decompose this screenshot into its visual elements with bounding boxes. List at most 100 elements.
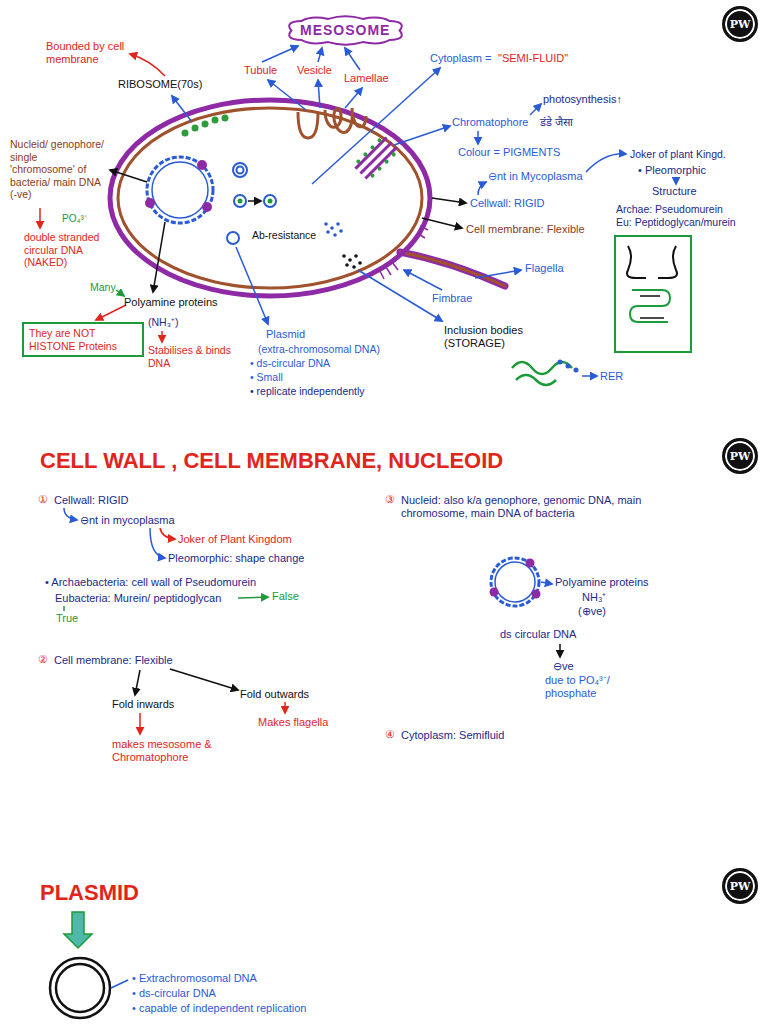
note-label: photosynthesis↑ [543, 93, 622, 106]
nucleoid [145, 198, 155, 208]
note-label: ③ [385, 493, 395, 506]
cell-wall-sketch [658, 246, 677, 278]
dna-ring [532, 590, 541, 599]
note-label: "SEMI-FLUID" [498, 52, 568, 65]
arrows-middle [63, 606, 65, 611]
plasmid-figure [56, 964, 104, 1012]
inclusion-dots [358, 261, 362, 265]
arrows-top [394, 126, 450, 145]
arrows-top [675, 177, 677, 184]
mesosome-folds [298, 108, 366, 138]
note-label: Makes flagella [258, 716, 328, 729]
plasmids [237, 167, 244, 174]
arrows-middle [64, 508, 560, 734]
cell-wall-sketch [630, 290, 670, 322]
arrows-top [478, 182, 486, 195]
note-label: False [272, 590, 299, 603]
note-label: Cytoplasm: Semifluid [401, 729, 504, 742]
note-label: Polyamine proteins [555, 576, 649, 589]
logo-badge: PW [722, 438, 758, 474]
note-label: Cell membrane: Flexible [466, 223, 585, 236]
dna-ring [526, 559, 535, 568]
arrows-top [262, 46, 298, 62]
dna-ring [490, 588, 499, 597]
note-label: Fimbrae [432, 292, 472, 305]
section-heading: PLASMID [40, 880, 139, 906]
note-label: Inclusion bodies (STORAGE) [444, 324, 554, 350]
ribosomes [212, 117, 219, 124]
arrows-top [345, 88, 362, 108]
nucleoid [147, 157, 213, 223]
dna-ring [495, 562, 535, 602]
arrows-middle [135, 670, 140, 695]
node-text: They are NOT HISTONE Proteins [29, 327, 137, 352]
note-label: Eubacteria: Murein/ peptidoglycan [55, 592, 221, 605]
arrows-top [130, 54, 165, 76]
note-label: Joker of plant Kingd. [630, 148, 726, 161]
logo-badge: PW [722, 6, 758, 42]
note-label: Cell membrane: Flexible [54, 654, 173, 667]
arrows-middle [284, 702, 286, 713]
arrows-middle [170, 669, 238, 690]
note-label: (NH₃⁺) [148, 316, 178, 329]
note-label: (⊕ve) [578, 605, 606, 618]
note-label: NH₃⁺ [582, 591, 606, 604]
note-label: makes mesosome & Chromatophore [112, 738, 212, 764]
arrows-top [345, 48, 360, 70]
arrows-top [422, 218, 462, 228]
arrows-top [172, 96, 192, 122]
ribosomes [182, 130, 189, 137]
note-label: Colour = PIGMENTS [458, 146, 560, 159]
arrows-top [116, 290, 124, 296]
note-box: They are NOT HISTONE Proteins [22, 322, 144, 357]
chromatophore [370, 145, 376, 151]
inclusion-dots [348, 258, 352, 262]
mesosome-folds [325, 108, 352, 132]
arrows-top [318, 80, 320, 108]
arrows-top [153, 222, 165, 292]
note-label: Stabilises & binds DNA [148, 344, 232, 369]
arrows-top [312, 68, 440, 184]
arrows-top [39, 208, 41, 228]
note-label: ① [38, 493, 48, 506]
mesosome-cloud: MESOSOME [284, 16, 406, 45]
arrows-top [586, 154, 626, 172]
arrows-top [96, 305, 126, 320]
fimbriae [392, 262, 398, 270]
note-label: RER [600, 370, 623, 383]
note-label: • ds-circular DNA [250, 357, 330, 370]
fimbriae [417, 233, 425, 238]
plasmid-figure [64, 912, 92, 948]
note-label: ds circular DNA [500, 628, 576, 641]
nucleoid [197, 160, 207, 170]
rer-sketch [574, 368, 579, 373]
arrows-top [268, 80, 306, 110]
note-label: डंडे जैसा [540, 116, 573, 129]
bacterial-cell [110, 100, 505, 296]
plasmids [234, 195, 246, 207]
nucleoid [202, 202, 212, 212]
nucleoid [145, 157, 213, 223]
ribosomes [192, 125, 199, 132]
plasmids [248, 200, 261, 202]
note-label: Vesicle [297, 64, 332, 77]
fimbriae [380, 226, 428, 279]
fimbriae [380, 271, 384, 279]
logo-badge: PW [722, 868, 758, 904]
note-label: • Extrachromosomal DNA [132, 972, 257, 985]
note-label: Structure [652, 185, 697, 198]
chromatophore [377, 137, 383, 143]
note-label: Nucleid: also k/a genophore, genomic DNA… [401, 494, 701, 520]
arrows-top [358, 270, 442, 321]
note-label: Ab-resistance [252, 229, 316, 242]
resistance-dots [330, 226, 334, 230]
arrows-top [110, 170, 147, 182]
resistance-dots [339, 229, 343, 233]
arrows-top [530, 104, 541, 115]
arrows-top [236, 247, 268, 324]
nucleoid [152, 162, 208, 218]
dna-ring [491, 558, 539, 606]
chromatophore [363, 152, 369, 158]
note-label: Cellwall: RIGID [470, 197, 545, 210]
ribosomes [222, 115, 229, 122]
